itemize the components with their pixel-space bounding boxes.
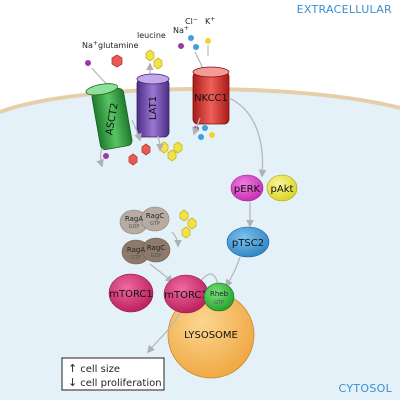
potassium-particle: [205, 38, 211, 44]
ragc-inactive-nucleotide: GTP: [150, 221, 160, 227]
leucine-particle: [153, 57, 163, 70]
lysosome[interactable]: LYSOSOME: [167, 291, 255, 379]
glutamine-particle: [128, 153, 138, 166]
leucine-particle: [179, 209, 189, 222]
mtorc1-free-label: mTORC1: [109, 289, 153, 300]
chloride-particle: [202, 125, 208, 131]
sodium-particle: [103, 153, 109, 159]
raga-active-label: RagA: [127, 246, 145, 254]
mtorc1-free-node[interactable]: mTORC1: [108, 273, 154, 313]
cell-size-outcome: ↑cell size: [68, 362, 120, 375]
leucine-particle: [187, 217, 197, 230]
sodium-particle: [178, 43, 184, 49]
nkcc1-to-perk-arrow: [228, 97, 267, 178]
raga-inactive-label: RagA: [125, 215, 143, 223]
extracellular-label: EXTRACELLULAR: [297, 3, 392, 16]
nkcc1-transporter[interactable]: NKCC1: [192, 66, 230, 125]
pakt-label: pAkt: [271, 184, 294, 195]
leucine-label: leucine: [137, 31, 166, 40]
lat1-label: LAT1: [148, 96, 159, 120]
na-label-right: Na+: [173, 25, 189, 35]
mtorc1-bound-node[interactable]: mTORC1: [163, 274, 209, 314]
nkcc1-label: NKCC1: [194, 93, 228, 104]
rheb-node[interactable]: Rheb GTP: [203, 282, 235, 312]
asct2-transporter[interactable]: ASCT2: [85, 82, 133, 151]
asct2-glutamine-arrow: [131, 119, 142, 142]
leucine-particle: [173, 141, 183, 154]
na-label-left: Na+: [82, 40, 98, 50]
raga-active-nucleotide: GTP: [131, 255, 141, 261]
asct2-influx-arrow: [96, 147, 104, 168]
rheb-label: Rheb: [210, 290, 229, 298]
rheb-feedback-curve: [199, 273, 219, 285]
rag-inactive-complex[interactable]: RagA GDP RagC GTP: [119, 206, 170, 235]
glutamine-particle: [141, 143, 151, 156]
leucine-particle: [181, 226, 191, 239]
ragc-inactive-label: RagC: [146, 212, 164, 220]
cell-proliferation-outcome: ↓cell proliferation: [68, 376, 162, 389]
lat1-influx-arrow: [156, 135, 164, 152]
mtorc1-bound-label: mTORC1: [164, 290, 208, 301]
rheb-nucleotide: GTP: [214, 300, 224, 306]
perk-node[interactable]: pERK: [230, 174, 264, 202]
pakt-node[interactable]: pAkt: [266, 174, 298, 202]
leucine-particle: [167, 149, 177, 162]
ragc-active-nucleotide: GDP: [151, 253, 162, 259]
ptsc2-label: pTSC2: [232, 238, 264, 249]
cytosol-label: CYTOSOL: [339, 382, 393, 395]
sodium-particle: [85, 60, 91, 66]
leucine-particle: [145, 49, 155, 62]
rag-leucine-particles: [179, 209, 197, 239]
outcome-box: ↑cell size ↓cell proliferation: [61, 357, 165, 391]
ragc-active-label: RagC: [147, 244, 165, 252]
rag-active-complex[interactable]: RagA GTP RagC GDP: [121, 237, 171, 265]
chloride-particle: [188, 35, 194, 41]
mtorc1-output-arrow: [147, 312, 181, 354]
raga-inactive-nucleotide: GDP: [129, 224, 140, 230]
glutamine-particle: [111, 54, 123, 68]
cl-label: Cl−: [185, 16, 198, 26]
leucine-to-rag-arrow: [171, 231, 182, 248]
plasma-membrane: [0, 86, 400, 114]
perk-label: pERK: [234, 184, 261, 195]
potassium-particle: [209, 132, 215, 138]
leucine-particle: [159, 141, 169, 154]
lat1-transporter[interactable]: LAT1: [136, 73, 170, 138]
lysosome-label: LYSOSOME: [184, 330, 238, 341]
k-label: K+: [205, 16, 215, 26]
chloride-particle: [198, 134, 204, 140]
ptsc2-to-rheb-arrow: [225, 256, 241, 288]
ptsc2-node[interactable]: pTSC2: [226, 226, 270, 258]
nkcc1-influx-arrow: [192, 117, 201, 136]
extracellular-particles: [85, 35, 211, 70]
chloride-particle: [193, 44, 199, 50]
glutamine-label: glutamine: [98, 41, 138, 50]
